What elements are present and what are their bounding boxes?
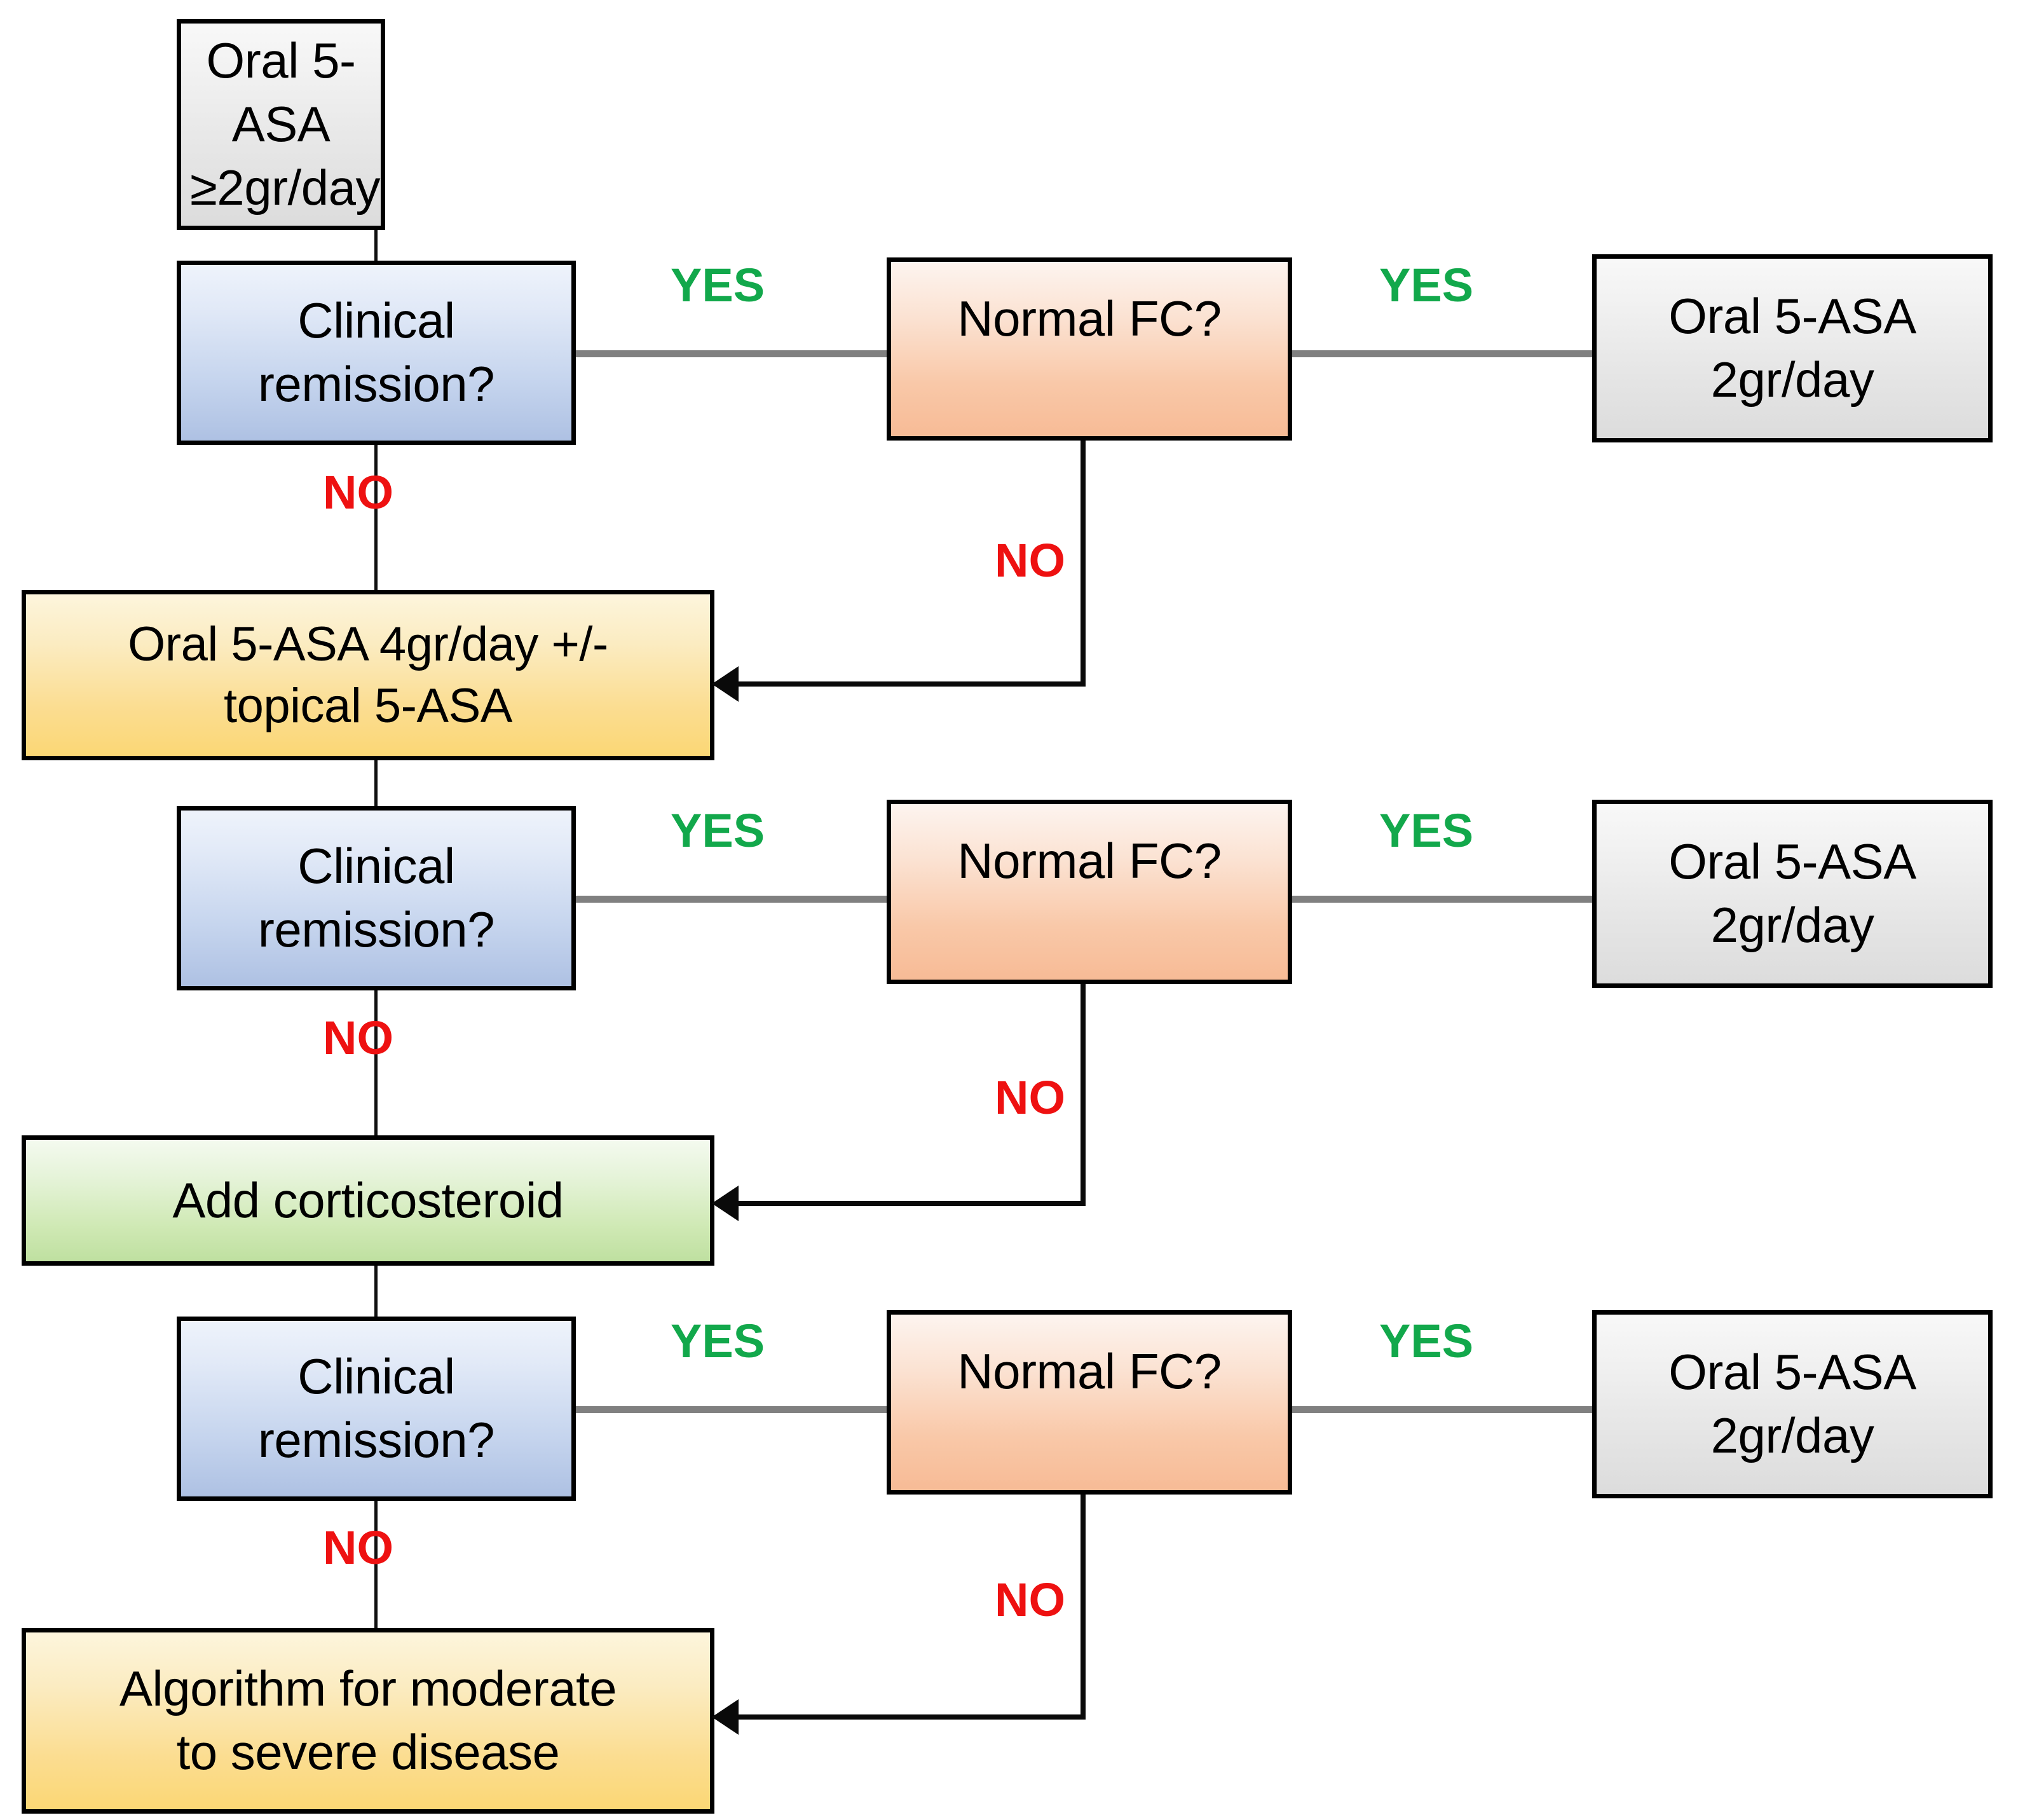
connector-remission2-to-fc2 bbox=[572, 896, 890, 903]
node-normal-fc-1-text: Normal FC? bbox=[957, 291, 1222, 346]
connector-remission1-no-vertical bbox=[374, 445, 378, 590]
connector-remission3-no-vertical bbox=[374, 1501, 378, 1628]
edge-label-yes-2a: YES bbox=[671, 804, 765, 857]
edge-label-yes-3a: YES bbox=[671, 1315, 765, 1367]
connector-fc2-no-vertical bbox=[1081, 984, 1086, 1203]
arrowhead-into-escalate3 bbox=[712, 1699, 739, 1735]
node-start[interactable]: Oral 5-ASA≥2gr/day bbox=[177, 19, 385, 230]
connector-escalate1-to-remission2 bbox=[374, 760, 378, 806]
connector-remission1-to-fc1 bbox=[572, 350, 890, 357]
edge-label-no-fc1: NO bbox=[995, 534, 1065, 587]
connector-fc3-no-vertical bbox=[1081, 1495, 1086, 1717]
connector-fc1-no-vertical bbox=[1081, 441, 1086, 684]
edge-label-no-fc2: NO bbox=[995, 1071, 1065, 1124]
connector-fc2-no-horizontal bbox=[737, 1201, 1086, 1206]
edge-label-no-fc3: NO bbox=[995, 1573, 1065, 1626]
edge-label-yes-3b: YES bbox=[1379, 1315, 1474, 1367]
node-escalate-2[interactable]: Add corticosteroid bbox=[22, 1135, 714, 1266]
node-normal-fc-2-text: Normal FC? bbox=[957, 833, 1222, 889]
edge-label-yes-1b: YES bbox=[1379, 259, 1474, 311]
edge-label-no-2: NO bbox=[323, 1011, 393, 1064]
edge-label-no-3: NO bbox=[323, 1521, 393, 1574]
connector-fc3-to-outcome3 bbox=[1288, 1406, 1597, 1413]
node-normal-fc-1[interactable]: Normal FC? bbox=[887, 257, 1292, 441]
edge-label-no-1: NO bbox=[323, 466, 393, 519]
connector-fc2-to-outcome2 bbox=[1288, 896, 1597, 903]
arrowhead-into-escalate2 bbox=[712, 1186, 739, 1221]
node-escalate-1-text: Oral 5-ASA 4gr/day +/-topical 5-ASA bbox=[128, 617, 608, 733]
connector-start-to-remission1 bbox=[374, 230, 378, 261]
connector-fc1-to-outcome1 bbox=[1288, 350, 1597, 357]
node-escalate-2-text: Add corticosteroid bbox=[172, 1172, 564, 1228]
arrowhead-into-escalate1 bbox=[712, 666, 739, 702]
connector-remission3-to-fc3 bbox=[572, 1406, 890, 1413]
edge-label-yes-1a: YES bbox=[671, 259, 765, 311]
node-start-text: Oral 5-ASA≥2gr/day bbox=[190, 32, 380, 216]
node-normal-fc-3[interactable]: Normal FC? bbox=[887, 1310, 1292, 1495]
node-normal-fc-3-text: Normal FC? bbox=[957, 1343, 1222, 1399]
node-escalate-1[interactable]: Oral 5-ASA 4gr/day +/-topical 5-ASA bbox=[22, 590, 714, 760]
connector-remission2-no-vertical bbox=[374, 990, 378, 1135]
connector-fc3-no-horizontal bbox=[737, 1714, 1086, 1720]
connector-escalate2-to-remission3 bbox=[374, 1266, 378, 1317]
node-normal-fc-2[interactable]: Normal FC? bbox=[887, 800, 1292, 984]
edge-label-yes-2b: YES bbox=[1379, 804, 1474, 857]
connector-fc1-no-horizontal bbox=[737, 681, 1086, 687]
